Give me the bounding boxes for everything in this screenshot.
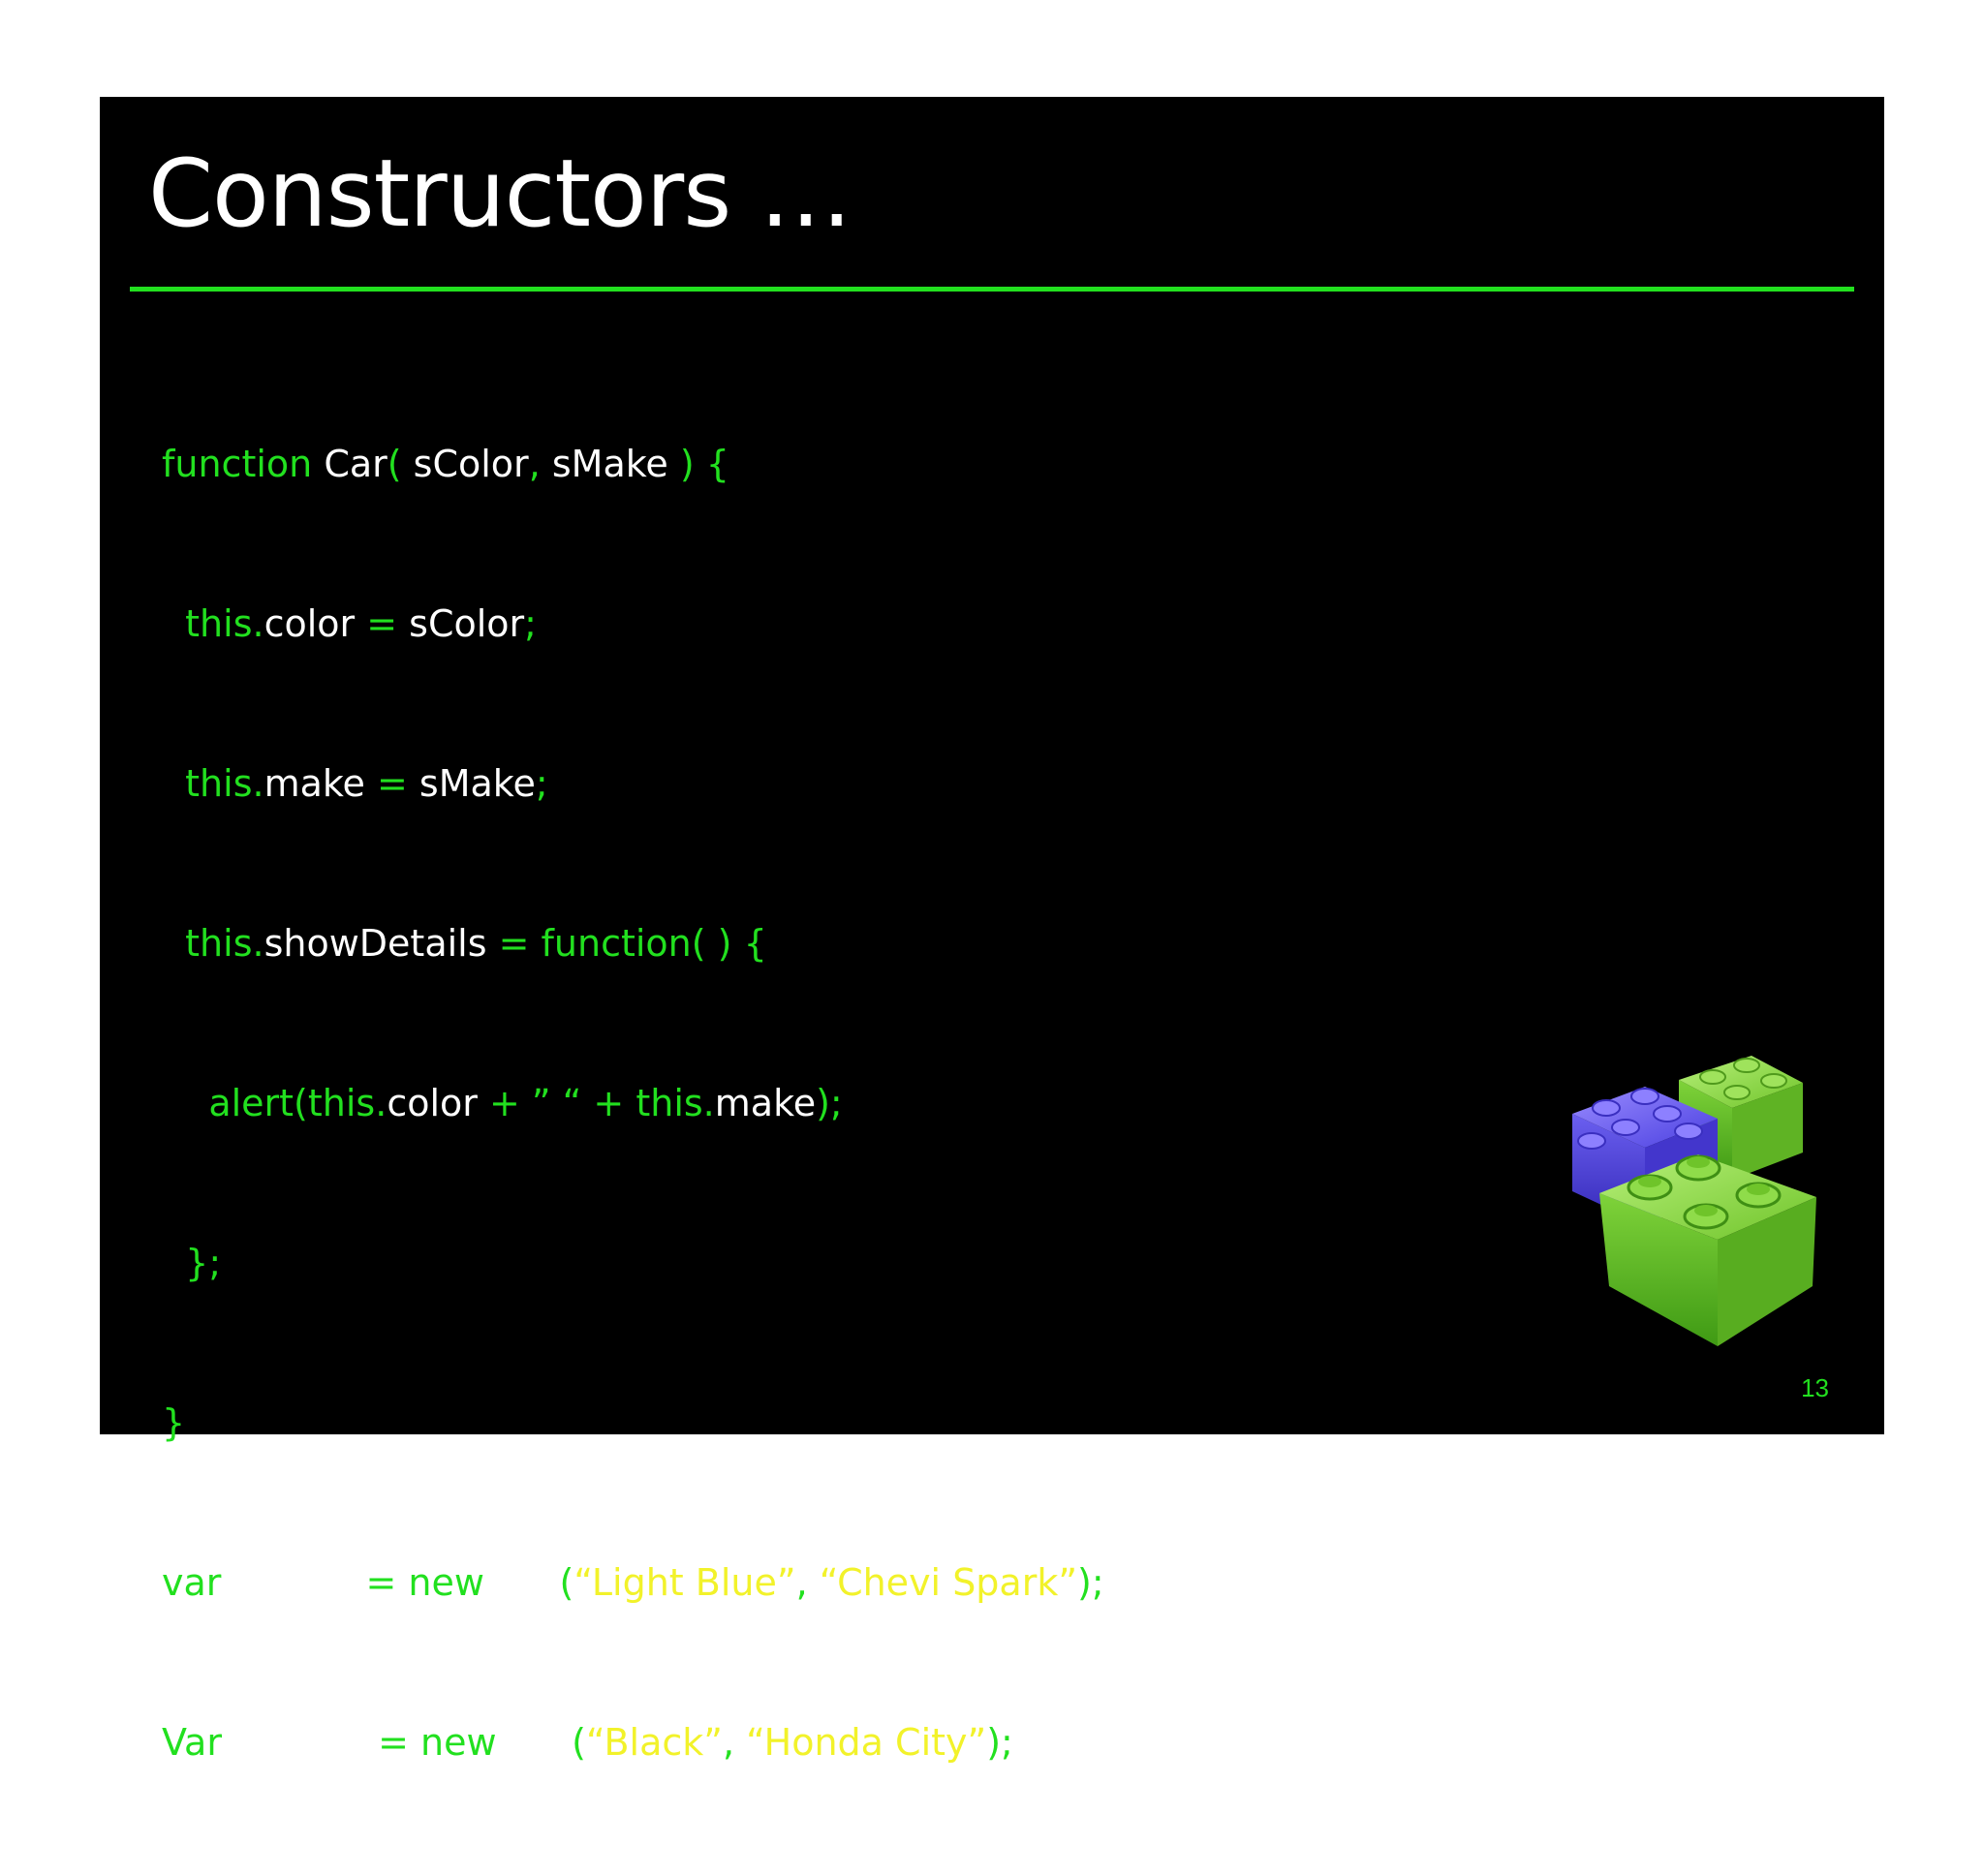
code-token: , xyxy=(795,1561,820,1604)
code-token: ); xyxy=(816,1082,843,1124)
code-token: “Light Blue” xyxy=(574,1561,796,1604)
code-line: Var dadCar = new Car(“Black”, “Honda Cit… xyxy=(162,1716,1104,1769)
code-token: var xyxy=(162,1561,222,1604)
code-line: this.make = sMake; xyxy=(162,757,1104,811)
code-token: sColor xyxy=(401,443,529,485)
code-block: function Car( sColor, sMake ) { this.col… xyxy=(162,331,1104,1876)
green-brick-back xyxy=(1679,1056,1803,1180)
code-line: this.color = sColor; xyxy=(162,598,1104,651)
code-token: color xyxy=(264,602,356,645)
code-token: }; xyxy=(162,1242,222,1284)
code-token: = function( ) { xyxy=(486,922,767,965)
code-token: sMake xyxy=(540,443,668,485)
code-token: color xyxy=(387,1082,478,1124)
code-token: Var xyxy=(162,1721,222,1764)
code-token: sColor xyxy=(409,602,525,645)
code-token: = xyxy=(364,762,419,805)
code-line: function Car( sColor, sMake ) { xyxy=(162,438,1104,491)
code-token: this. xyxy=(162,922,264,965)
code-line: } xyxy=(162,1397,1104,1450)
slide-title: Constructors … xyxy=(148,139,852,248)
code-token: ) { xyxy=(667,443,729,485)
code-token: = new xyxy=(354,1561,497,1604)
code-token: this. xyxy=(162,762,264,805)
code-token: myCar xyxy=(221,1561,355,1604)
code-token: “Honda City” xyxy=(746,1721,987,1764)
code-token: make xyxy=(264,762,365,805)
code-token: Car xyxy=(496,1561,560,1604)
building-blocks-icon xyxy=(1572,1056,1816,1346)
code-token: , xyxy=(722,1721,747,1764)
code-token: = xyxy=(355,602,410,645)
code-token: ); xyxy=(1077,1561,1104,1604)
title-divider xyxy=(130,287,1854,292)
code-line: var myCar = new Car(“Light Blue”, “Chevi… xyxy=(162,1556,1104,1610)
green-brick-front xyxy=(1599,1154,1816,1346)
code-token: alert(this. xyxy=(162,1082,388,1124)
code-line: this.showDetails = function( ) { xyxy=(162,917,1104,970)
code-token: ( xyxy=(572,1721,586,1764)
code-token: Car xyxy=(312,443,388,485)
code-line: alert(this.color + ” “ + this.make); xyxy=(162,1077,1104,1130)
code-token: showDetails xyxy=(264,922,487,965)
code-token: ( xyxy=(559,1561,574,1604)
page-number: 13 xyxy=(1801,1373,1829,1402)
code-line: }; xyxy=(162,1237,1104,1290)
slide: Constructors … function Car( sColor, sMa… xyxy=(100,97,1884,1764)
code-token: + ” “ + this. xyxy=(477,1082,715,1124)
code-token: } xyxy=(162,1401,186,1444)
code-token: “Chevi Spark” xyxy=(819,1561,1078,1604)
code-token: ; xyxy=(524,602,537,645)
code-token: = new xyxy=(366,1721,509,1764)
code-token: make xyxy=(714,1082,817,1124)
code-token: ); xyxy=(986,1721,1013,1764)
code-token: ( xyxy=(387,443,402,485)
code-token: function xyxy=(162,443,313,485)
code-token: , xyxy=(528,443,541,485)
code-token: this. xyxy=(162,602,264,645)
code-token: dadCar xyxy=(221,1721,367,1764)
code-token: sMake xyxy=(418,762,536,805)
code-token: Car xyxy=(508,1721,573,1764)
code-token: ; xyxy=(535,762,548,805)
code-token: “Black” xyxy=(585,1721,723,1764)
